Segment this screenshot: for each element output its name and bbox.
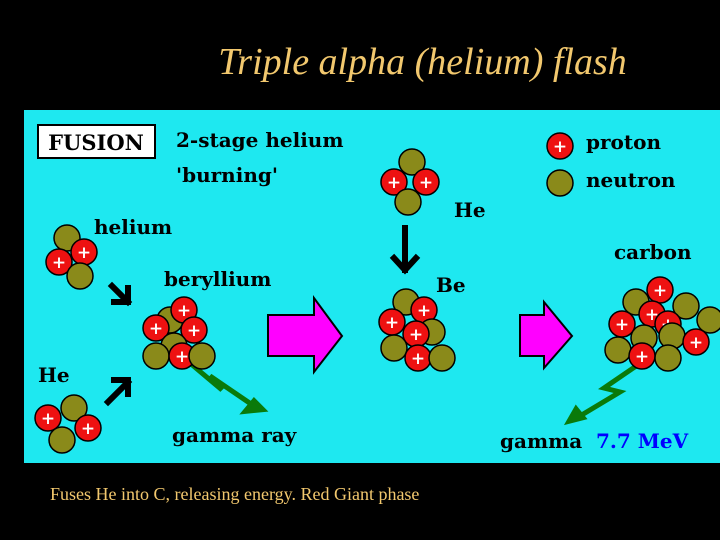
carbon-nucleus: ++++++: [604, 276, 720, 372]
proton-particle: [45, 248, 73, 276]
heading-line-1: 2-stage helium: [176, 128, 344, 152]
helium-nucleus: ++: [45, 224, 98, 290]
legend-neutron-label: neutron: [586, 168, 676, 192]
label-carbon: carbon: [614, 240, 692, 264]
neutron-particle: [604, 336, 632, 364]
he-top-nucleus: ++: [380, 148, 440, 216]
label-he-top: He: [454, 198, 486, 222]
label-he-bottom: He: [38, 363, 70, 387]
neutron-particle: [546, 169, 574, 197]
proton-particle: [682, 328, 710, 356]
arrow-down-right-icon: [107, 281, 133, 307]
neutron-particle: [394, 188, 422, 216]
fusion-diagram: FUSION 2-stage helium 'burning' proton n…: [24, 110, 720, 463]
gamma-ray-icon: [182, 356, 269, 415]
plus-sign: +: [689, 333, 703, 353]
plus-sign: +: [553, 137, 567, 157]
plus-sign: +: [41, 409, 55, 429]
he-bottom-nucleus: ++: [34, 394, 102, 454]
neutron-particle: [428, 344, 456, 372]
neutron-particle: [696, 306, 720, 334]
plus-sign: +: [187, 321, 201, 341]
fusion-box-label: FUSION: [48, 130, 144, 155]
legend-proton-label: proton: [586, 130, 661, 154]
legend-neutron-particle: [546, 169, 574, 197]
neutron-particle: [654, 344, 682, 372]
neutron-particle: [380, 334, 408, 362]
plus-sign: +: [417, 301, 431, 321]
neutron-particle: [188, 342, 216, 370]
proton-particle: [180, 316, 208, 344]
arrow-up-right-icon: [103, 377, 133, 407]
proton-particle: [142, 314, 170, 342]
neutron-particle: [66, 262, 94, 290]
plus-sign: +: [419, 173, 433, 193]
plus-sign: +: [149, 319, 163, 339]
slide-caption: Fuses He into C, releasing energy. Red G…: [50, 484, 420, 504]
arrow-down-icon: [389, 225, 421, 275]
neutron-particle: [48, 426, 76, 454]
beryllium-nucleus: ++++: [142, 296, 216, 370]
fusion-box: [37, 124, 156, 159]
reaction-arrow-2-icon: [519, 299, 574, 371]
label-energy: 7.7 MeV: [596, 429, 689, 453]
plus-sign: +: [175, 347, 189, 367]
slide-title: Triple alpha (helium) flash: [218, 41, 627, 83]
plus-sign: +: [409, 325, 423, 345]
plus-sign: +: [615, 315, 629, 335]
label-helium: helium: [94, 215, 172, 239]
plus-sign: +: [177, 301, 191, 321]
plus-sign: +: [52, 253, 66, 273]
label-be: Be: [436, 273, 466, 297]
plus-sign: +: [385, 313, 399, 333]
neutron-particle: [672, 292, 700, 320]
plus-sign: +: [411, 349, 425, 369]
label-gamma-ray: gamma ray: [172, 423, 298, 447]
proton-particle: [546, 132, 574, 160]
proton-particle: [34, 404, 62, 432]
reaction-arrow-1-icon: [267, 294, 344, 375]
plus-sign: +: [81, 419, 95, 439]
label-beryllium: beryllium: [164, 267, 271, 291]
heading-line-2: 'burning': [176, 163, 278, 187]
label-gamma: gamma: [500, 429, 582, 453]
plus-sign: +: [635, 347, 649, 367]
plus-sign: +: [653, 281, 667, 301]
proton-particle: [74, 414, 102, 442]
plus-sign: +: [77, 243, 91, 263]
plus-sign: +: [387, 173, 401, 193]
neutron-particle: [398, 148, 426, 176]
neutron-particle: [60, 394, 88, 422]
proton-particle: [412, 168, 440, 196]
gamma-icon: [563, 359, 644, 426]
legend-proton-particle: +: [546, 132, 574, 160]
be-nucleus: + + + +: [378, 288, 456, 372]
neutron-particle: [142, 342, 170, 370]
proton-particle: [380, 168, 408, 196]
